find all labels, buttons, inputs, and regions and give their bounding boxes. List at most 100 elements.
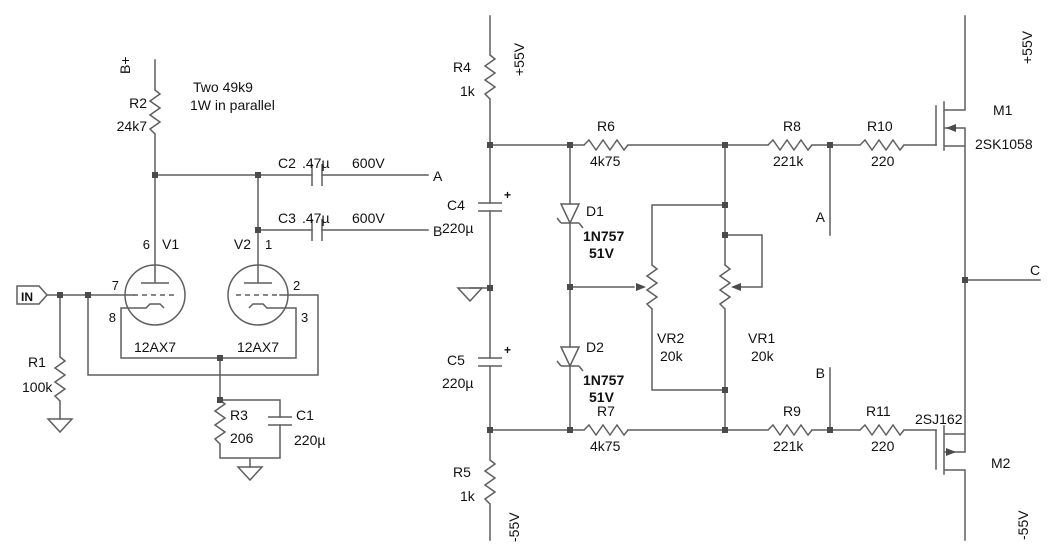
label-r6-ref: R6	[597, 118, 615, 134]
label-output-b: B	[433, 223, 442, 239]
label-c2-rating: 600V	[352, 155, 385, 171]
label-d1-ref: D1	[586, 203, 604, 219]
label-v1-type: 12AX7	[134, 339, 176, 355]
label-r5-value: 1k	[460, 488, 476, 504]
label-output-a: A	[433, 168, 443, 184]
tube-input-stage: IN B+ Two 49k9 1W in parallel R2 24k7 C2…	[16, 56, 443, 481]
label-r7-ref: R7	[597, 403, 615, 419]
label-r4-value: 1k	[460, 83, 476, 99]
potentiometer-vr2[interactable]	[646, 264, 658, 310]
resistor-r9	[767, 424, 813, 436]
label-d2-voltage: 51V	[589, 389, 615, 405]
label-v2-pin-cathode: 3	[301, 310, 308, 325]
label-r2-ref: R2	[129, 95, 147, 111]
ground-symbol	[237, 466, 263, 481]
input-label: IN	[21, 290, 33, 304]
label-vr1-value: 20k	[751, 348, 775, 364]
label-v1-pin-anode: 6	[143, 237, 150, 252]
label-note-2: 1W in parallel	[190, 97, 275, 113]
label-c2-ref: C2	[278, 155, 296, 171]
wire	[935, 15, 966, 281]
label-v1-ref: V1	[162, 236, 179, 252]
junction-dots	[487, 142, 968, 433]
resistor-r2	[149, 89, 161, 135]
label-v1-pin-cathode: 8	[109, 310, 116, 325]
wire	[935, 279, 966, 541]
label-m1-part: 2SK1058	[975, 136, 1033, 152]
label-node-b: B	[816, 365, 825, 381]
vr2-wiper-arrow	[636, 283, 646, 291]
wire	[651, 144, 763, 431]
label-v2-ref: V2	[234, 236, 251, 252]
label-b-plus: B+	[117, 56, 133, 74]
label-c4-value: 220µ	[442, 220, 473, 236]
label-r6-value: 4k75	[590, 153, 621, 169]
label-r9-value: 221k	[773, 438, 804, 454]
label-r9-ref: R9	[783, 403, 801, 419]
label-rail-neg-left: -55V	[506, 512, 522, 542]
tube-v2	[227, 264, 289, 326]
label-c5-polarity: +	[504, 343, 511, 357]
label-c4-ref: C4	[447, 197, 465, 213]
resistor-r7	[583, 424, 629, 436]
capacitor-c4	[477, 202, 503, 212]
label-d2-ref: D2	[586, 339, 604, 355]
label-v2-pin-anode: 1	[265, 237, 272, 252]
wire	[469, 15, 491, 541]
wire	[120, 307, 297, 468]
mosfet-output-stage: R4 1k +55V C4 220µ + C5 220µ + R5 1k -55…	[442, 15, 1041, 542]
label-r11-ref: R11	[866, 403, 891, 419]
resistor-r8	[767, 139, 813, 151]
label-r8-value: 221k	[773, 153, 804, 169]
m1-body-arrow	[946, 124, 956, 132]
zener-d1	[556, 203, 584, 229]
label-v1-pin-grid: 7	[112, 278, 119, 293]
potentiometer-vr1[interactable]	[719, 264, 731, 310]
label-v2-pin-grid: 2	[293, 278, 300, 293]
label-r10-value: 220	[871, 153, 895, 169]
label-r7-value: 4k75	[590, 438, 621, 454]
resistor-r1	[54, 356, 66, 402]
label-c1-ref: C1	[296, 407, 314, 423]
ground-symbol	[457, 287, 483, 302]
label-m2-ref: M2	[991, 455, 1011, 471]
m2-body-arrow	[946, 448, 956, 456]
zener-d2	[556, 346, 584, 372]
label-m1-ref: M1	[993, 102, 1013, 118]
label-c3-rating: 600V	[352, 210, 385, 226]
label-c5-value: 220µ	[442, 375, 473, 391]
label-node-a: A	[816, 209, 826, 225]
vr1-wiper-arrow	[731, 283, 741, 291]
resistor-r3	[214, 399, 226, 445]
label-vr2-ref: VR2	[657, 330, 684, 346]
label-d1-voltage: 51V	[589, 245, 615, 261]
label-vr2-value: 20k	[660, 348, 684, 364]
label-r1-ref: R1	[28, 354, 46, 370]
ground-symbol	[47, 418, 73, 433]
label-rail-neg-right: -55V	[1015, 510, 1031, 540]
label-c1-value: 220µ	[294, 432, 325, 448]
label-vr1-ref: VR1	[748, 330, 775, 346]
label-r8-ref: R8	[783, 118, 801, 134]
label-c3-value: .47µ	[302, 210, 330, 226]
label-rail-pos-right: +55V	[1019, 30, 1035, 64]
tube-v1	[124, 264, 186, 326]
label-r3-ref: R3	[230, 407, 248, 423]
label-c3-ref: C3	[278, 210, 296, 226]
label-r2-value: 24k7	[117, 118, 148, 134]
label-r5-ref: R5	[453, 464, 471, 480]
label-r4-ref: R4	[453, 59, 471, 75]
resistor-r4	[484, 54, 496, 100]
label-v2-type: 12AX7	[237, 339, 279, 355]
label-r11-value: 220	[871, 438, 895, 454]
label-r1-value: 100k	[22, 379, 53, 395]
capacitor-c1	[267, 416, 293, 426]
label-r3-value: 206	[230, 430, 254, 446]
label-m2-part: 2SJ162	[915, 411, 963, 427]
input-terminal[interactable]	[16, 285, 49, 305]
capacitor-c5	[477, 357, 503, 367]
label-d1-part: 1N757	[583, 228, 624, 244]
label-c2-value: .47µ	[302, 155, 330, 171]
